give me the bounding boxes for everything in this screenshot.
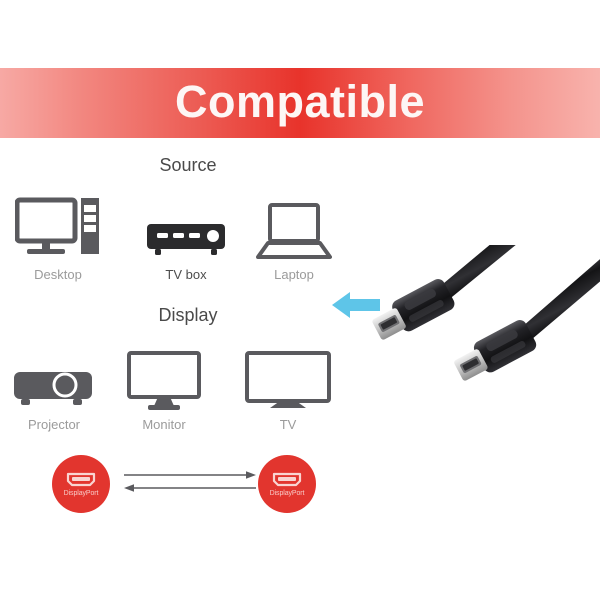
section-heading-source: Source xyxy=(159,155,217,175)
page-title: Compatible xyxy=(174,75,426,127)
display-caption-tv: TV xyxy=(279,417,297,432)
section-heading-display: Display xyxy=(158,305,218,325)
display-item-monitor: Monitor xyxy=(110,340,218,432)
displayport-port-icon xyxy=(66,472,96,486)
display-caption-projector: Projector xyxy=(27,417,81,432)
television-icon xyxy=(234,340,342,412)
desktop-computer-icon xyxy=(4,190,112,262)
source-item-desktop: Desktop xyxy=(4,190,112,282)
displayport-port-icon xyxy=(272,472,302,486)
source-item-laptop: Laptop xyxy=(240,190,348,282)
header-banner: Compatible xyxy=(0,68,600,138)
displayport-badge-right-label: DisplayPort xyxy=(269,489,305,497)
display-caption-monitor: Monitor xyxy=(142,417,186,432)
left-arrow-icon xyxy=(330,288,382,327)
displayport-badge-right: DisplayPort xyxy=(258,455,316,513)
tv-box-icon xyxy=(132,190,240,262)
laptop-icon xyxy=(240,190,348,262)
source-item-tvbox: TV box xyxy=(132,190,240,282)
displayport-badge-left: DisplayPort xyxy=(52,455,110,513)
bidirectional-arrow-icon xyxy=(122,469,258,502)
source-caption-desktop: Desktop xyxy=(34,267,82,282)
displayport-badge-left-label: DisplayPort xyxy=(63,489,99,497)
projector-icon xyxy=(0,340,108,412)
source-caption-laptop: Laptop xyxy=(274,267,314,282)
monitor-icon xyxy=(110,340,218,412)
source-caption-tvbox: TV box xyxy=(165,267,207,282)
displayport-cable-photo xyxy=(355,179,600,405)
display-item-projector: Projector xyxy=(0,340,108,432)
display-item-tv: TV xyxy=(234,340,342,432)
displayport-compatibility-row: DisplayPort DisplayPort xyxy=(40,455,320,525)
